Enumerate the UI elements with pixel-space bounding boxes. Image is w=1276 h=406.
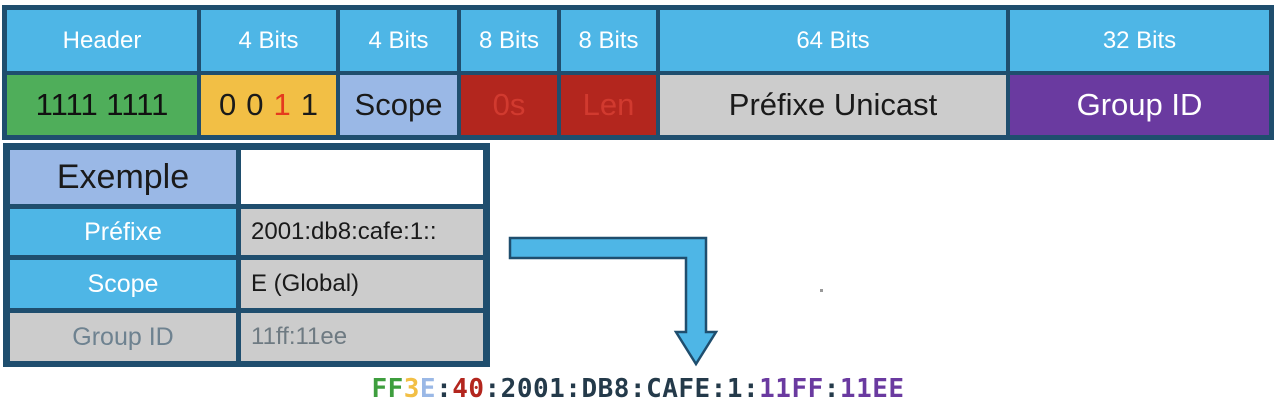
- example-title-blank: [241, 150, 483, 204]
- header-cell-reserved-bits: 8 Bits: [461, 10, 557, 71]
- address-segment: :: [436, 374, 453, 404]
- example-title: Exemple: [10, 150, 236, 204]
- header-cell-prefix-bits: 64 Bits: [660, 10, 1006, 71]
- value-cell-reserved: 0s: [461, 75, 557, 135]
- value-cell-flags: 0 0 1 1: [201, 75, 336, 135]
- header-cell-header: Header: [7, 10, 197, 71]
- header-cell-len-bits: 8 Bits: [561, 10, 656, 71]
- multicast-format-table: Header 4 Bits 4 Bits 8 Bits 8 Bits 64 Bi…: [2, 5, 1274, 140]
- example-table: Exemple Préfixe 2001:db8:cafe:1:: Scope …: [3, 143, 490, 367]
- example-label-scope: Scope: [10, 260, 236, 308]
- example-value-group-id: 11ff:11ee: [241, 313, 483, 361]
- address-segment: :2001:DB8:CAFE:1:: [484, 374, 760, 404]
- address-segment: 11EE: [839, 374, 905, 404]
- example-value-prefix: 2001:db8:cafe:1::: [241, 209, 483, 255]
- flag-digit: 0: [219, 87, 237, 122]
- address-segment: :: [823, 374, 840, 404]
- address-segment: FF: [371, 374, 404, 404]
- value-cell-header: 1111 1111: [7, 75, 197, 135]
- value-cell-group-id: Group ID: [1010, 75, 1269, 135]
- value-cell-scope: Scope: [340, 75, 457, 135]
- example-value-scope: E (Global): [241, 260, 483, 308]
- address-segment: 11FF: [759, 374, 824, 404]
- flag-digit: 0: [246, 87, 264, 122]
- address-segment: 3: [403, 374, 420, 404]
- example-label-group-id: Group ID: [10, 313, 236, 361]
- header-cell-group-id-bits: 32 Bits: [1010, 10, 1269, 71]
- header-cell-scope-bits: 4 Bits: [340, 10, 457, 71]
- example-label-prefix: Préfixe: [10, 209, 236, 255]
- value-cell-len: Len: [561, 75, 656, 135]
- flag-digit-highlight: 1: [273, 87, 291, 122]
- stray-dot: [820, 289, 823, 292]
- address-segment: 40: [452, 374, 485, 404]
- flag-digit: 1: [300, 87, 318, 122]
- elbow-arrow-icon: [508, 236, 719, 367]
- address-segment: E: [419, 374, 437, 404]
- header-cell-flags-bits: 4 Bits: [201, 10, 336, 71]
- value-cell-unicast-prefix: Préfixe Unicast: [660, 75, 1006, 135]
